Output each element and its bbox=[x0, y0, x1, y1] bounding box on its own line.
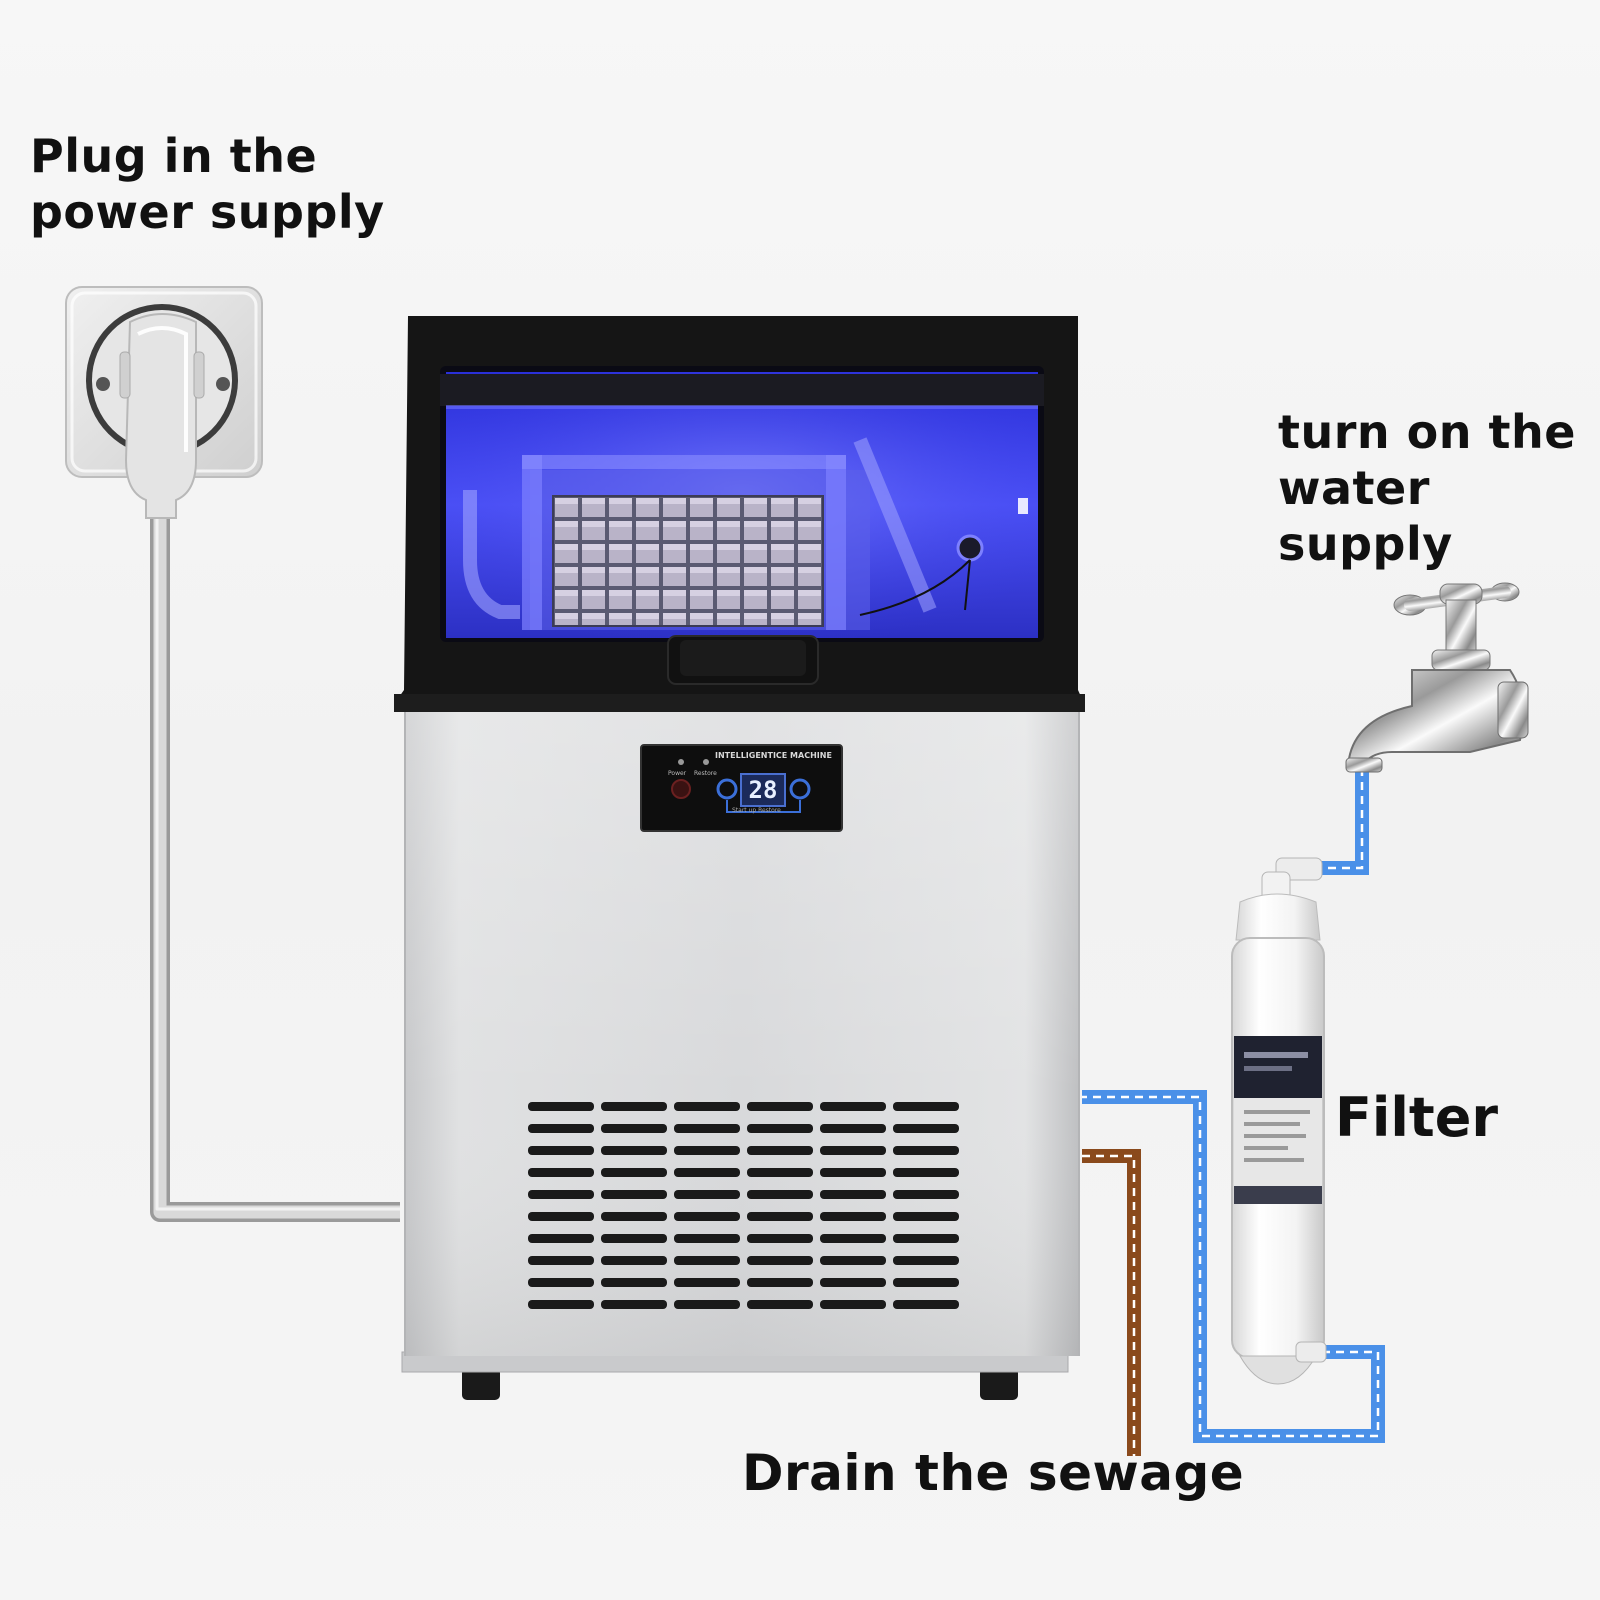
digital-display: 28 bbox=[748, 776, 778, 804]
label-power-supply: Plug in the power supply bbox=[30, 129, 385, 240]
control-panel-title: INTELLIGENTICE MACHINE bbox=[715, 751, 832, 760]
vent-grille bbox=[528, 1102, 959, 1309]
power-button-label: Power bbox=[668, 770, 687, 777]
power-cord bbox=[150, 515, 400, 1222]
ice-maker-icon bbox=[394, 316, 1085, 1400]
water-supply-line bbox=[1082, 768, 1385, 1443]
label-filter: Filter bbox=[1335, 1086, 1498, 1149]
control-panel-sublabel: Start up Restore bbox=[732, 807, 781, 814]
wall-socket-icon bbox=[65, 286, 263, 519]
drain-line bbox=[1082, 1149, 1141, 1456]
faucet-icon bbox=[1345, 582, 1529, 773]
label-drain: Drain the sewage bbox=[742, 1444, 1245, 1502]
label-water-supply: turn on the water supply bbox=[1278, 405, 1576, 572]
restore-button-label: Restore bbox=[694, 770, 717, 777]
water-filter-icon bbox=[1231, 857, 1327, 1385]
